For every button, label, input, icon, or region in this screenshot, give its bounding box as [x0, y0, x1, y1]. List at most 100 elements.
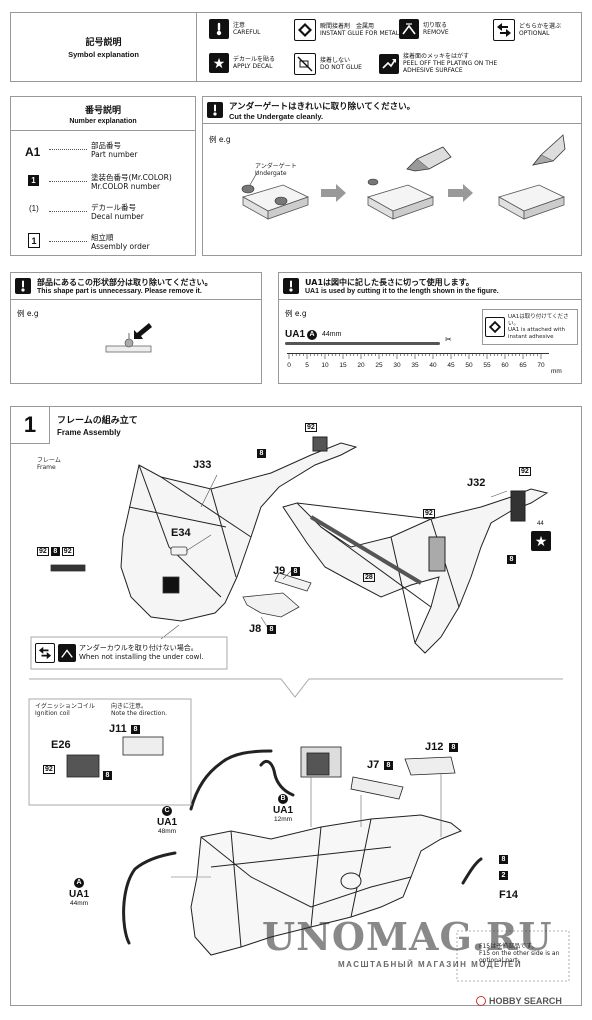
part-number-code: A1	[25, 145, 41, 159]
undergate-part-1	[241, 170, 310, 220]
color-box-92: 92	[305, 423, 317, 432]
ruler-tick-label: 45	[447, 362, 455, 369]
ua1-a-circle: A	[74, 877, 84, 888]
color-badge-8: 8	[291, 567, 300, 576]
optional-part-note: F15は予備部品です。F15 on the other side is an o…	[479, 943, 567, 964]
cowl-note-en: When not installing the under cowl.	[79, 653, 204, 661]
symbol-label-en: DO NOT GLUE	[320, 64, 362, 71]
no-glue-icon	[294, 53, 316, 75]
color-box-92: 92	[423, 509, 435, 518]
exclamation-icon	[283, 278, 299, 294]
unnecessary-header: 部品にあるこの形状部分は取り除いてください。 This shape part i…	[11, 273, 261, 300]
direction-en: Note the direction.	[111, 710, 168, 717]
number-title-ja: 番号説明	[84, 106, 121, 116]
e34-color-callout: 92 8 92	[37, 547, 74, 556]
brand-text: HOBBY SEARCH	[489, 996, 562, 1006]
star-decal-icon: ★	[531, 531, 551, 551]
part-number-ja: 部品番号	[91, 141, 121, 150]
arrow-right-icon	[321, 184, 346, 202]
ua1-note-panel: UA1は図中に記した長さに切って使用します。 UA1 is used by cu…	[278, 272, 582, 384]
section-divider	[29, 678, 563, 698]
ruler-tick-label: 0	[287, 362, 291, 369]
cut-scissors-icon: ✂	[445, 335, 452, 344]
number-row-color-text: 塗装色番号(Mr.COLOR)Mr.COLOR number	[91, 173, 172, 191]
undergate-part-3	[497, 134, 566, 220]
color-number-ja: 塗装色番号(Mr.COLOR)	[91, 173, 172, 182]
logo-ring-icon	[476, 996, 486, 1006]
left-frame-half	[120, 436, 358, 622]
frame-label-ja: フレーム	[37, 457, 61, 464]
part-label-j32: J32	[467, 477, 486, 489]
ruler-tick-label: 30	[393, 362, 401, 369]
optional-note-box	[456, 930, 570, 982]
instant-glue-icon	[485, 317, 505, 337]
ua1-c-callout: C UA1 48mm	[157, 799, 177, 835]
direction-note: 向きに注意。Note the direction.	[111, 703, 167, 717]
color-badge-8: 8	[103, 771, 112, 780]
part-label-j12: J12	[425, 741, 444, 753]
exclamation-icon	[207, 102, 223, 118]
ruler-tick-label: 60	[501, 362, 509, 369]
color-badge-8: 8	[499, 855, 508, 864]
part-label-j7: J7	[367, 759, 380, 771]
cowl-note-box	[30, 636, 228, 670]
cowl-note: アンダーカウルを取り付けない場合。When not installing the…	[35, 643, 203, 663]
ua1-attached-ja: UA1は取り付けてください。	[508, 314, 569, 327]
ua1-a-length: 44mm	[69, 900, 89, 907]
assembly-order-badge: 1	[28, 233, 40, 248]
ignition-en: Ignition coil	[35, 710, 70, 717]
unnecessary-shape-illustration	[105, 323, 152, 353]
peel-plating-icon	[379, 53, 399, 74]
undergate-part-2	[366, 146, 452, 220]
symbol-label-ja: どちらかを選ぶ	[519, 23, 562, 30]
symbol-label-ja: 瞬間接着剤 金属用	[320, 23, 375, 30]
lower-leader-lines	[171, 773, 442, 878]
part-label-j8: J8	[249, 623, 262, 635]
ua1-b-callout: B UA1 12mm	[273, 787, 293, 823]
decal-number-value: 1	[31, 204, 37, 213]
ruler-tick-label: 10	[321, 362, 329, 369]
lower-frame	[190, 814, 462, 956]
color-badge-8: 8	[50, 547, 60, 556]
step-title: フレームの組み立て Frame Assembly	[57, 413, 138, 437]
arrow-right-icon	[448, 184, 473, 202]
undergate-title-ja: アンダーゲートはきれいに取り除いてください。	[229, 101, 416, 112]
exclamation-icon	[15, 278, 31, 294]
small-parts	[50, 546, 312, 618]
ua1-circle-label: A	[307, 329, 318, 340]
undergate-eg-label: 例 e.g	[209, 135, 231, 144]
symbol-label-ja: 切り取る	[423, 22, 448, 29]
watermark-sub: МАСШТАБНЫЙ МАГАЗИН МОДЕЛЕЙ	[338, 960, 523, 969]
ua1-b-part: UA1	[273, 805, 294, 816]
lower-parts	[66, 736, 456, 800]
assembly-order-en: Assembly order	[91, 242, 150, 251]
hobby-search-logo: HOBBY SEARCH	[476, 996, 562, 1006]
star-decal-icon: ★	[209, 53, 229, 73]
part-label-e34: E34	[171, 527, 191, 539]
ua1-c-circle: C	[162, 805, 172, 816]
undergate-label-ja: アンダーゲート	[255, 163, 297, 170]
color-box-92: 92	[519, 467, 531, 476]
symbol-label-ja: デカールを貼る	[233, 56, 276, 63]
ruler-unit: mm	[551, 368, 562, 375]
number-row-part: A1	[25, 143, 40, 161]
ruler-tick-label: 65	[519, 362, 527, 369]
instant-glue-icon	[294, 19, 316, 41]
ua1-title-en: UA1 is used by cutting it to the length …	[305, 288, 499, 295]
watermark-main: UNOMAG.RU	[262, 914, 553, 959]
optional-arrows-icon	[35, 643, 55, 663]
pointer-arrow-icon	[134, 323, 152, 339]
ua1-note-header: UA1は図中に記した長さに切って使用します。 UA1 is used by cu…	[279, 273, 581, 300]
color-box-92: 92	[43, 765, 55, 774]
symbol-label-ja: 注意	[233, 22, 246, 29]
cut-remove-icon	[58, 644, 76, 662]
ruler-tick-label: 35	[411, 362, 419, 369]
